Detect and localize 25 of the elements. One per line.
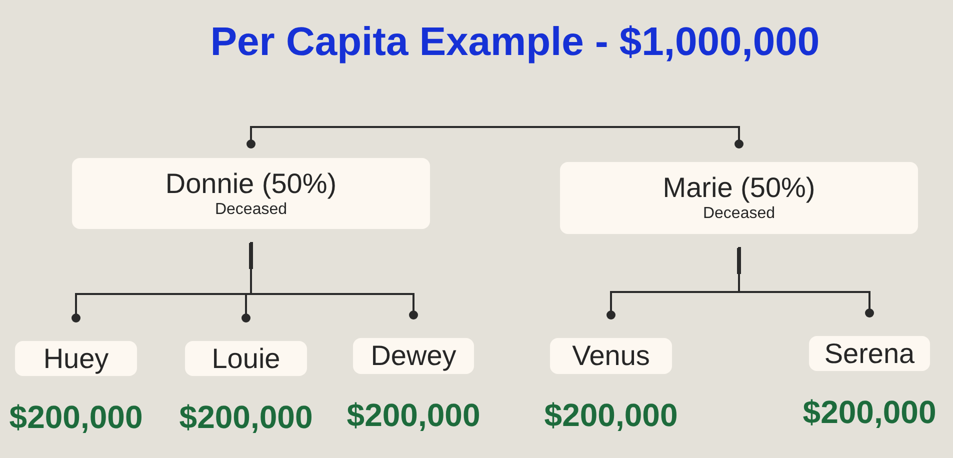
person-box <box>15 341 137 376</box>
amount-label: $200,000 <box>9 401 143 433</box>
person-box <box>809 336 930 371</box>
name-text: Marie (50%) <box>662 174 816 202</box>
amount-label: $200,000 <box>802 396 936 428</box>
title: Per Capita Example - $1,000,000 <box>210 22 820 62</box>
person-box <box>550 338 672 374</box>
person-box <box>560 162 918 234</box>
name-text: Dewey <box>370 342 456 370</box>
amount-label: $200,000 <box>544 399 678 431</box>
connector-line <box>246 126 744 148</box>
connector-line <box>737 247 874 318</box>
name-text: Louie <box>212 344 280 372</box>
status-text: Deceased <box>702 206 776 222</box>
connector-line <box>249 242 418 320</box>
name-text: Venus <box>572 342 650 370</box>
name-text: Donnie (50%) <box>165 170 337 198</box>
amount-label: $200,000 <box>179 401 313 433</box>
name-text: Serena <box>824 340 915 368</box>
amount-label: $200,000 <box>346 399 480 431</box>
status-text: Deceased <box>214 202 288 218</box>
person-box <box>185 341 307 376</box>
person-box <box>72 158 430 229</box>
person-box <box>353 338 474 374</box>
name-text: Huey <box>43 344 109 372</box>
